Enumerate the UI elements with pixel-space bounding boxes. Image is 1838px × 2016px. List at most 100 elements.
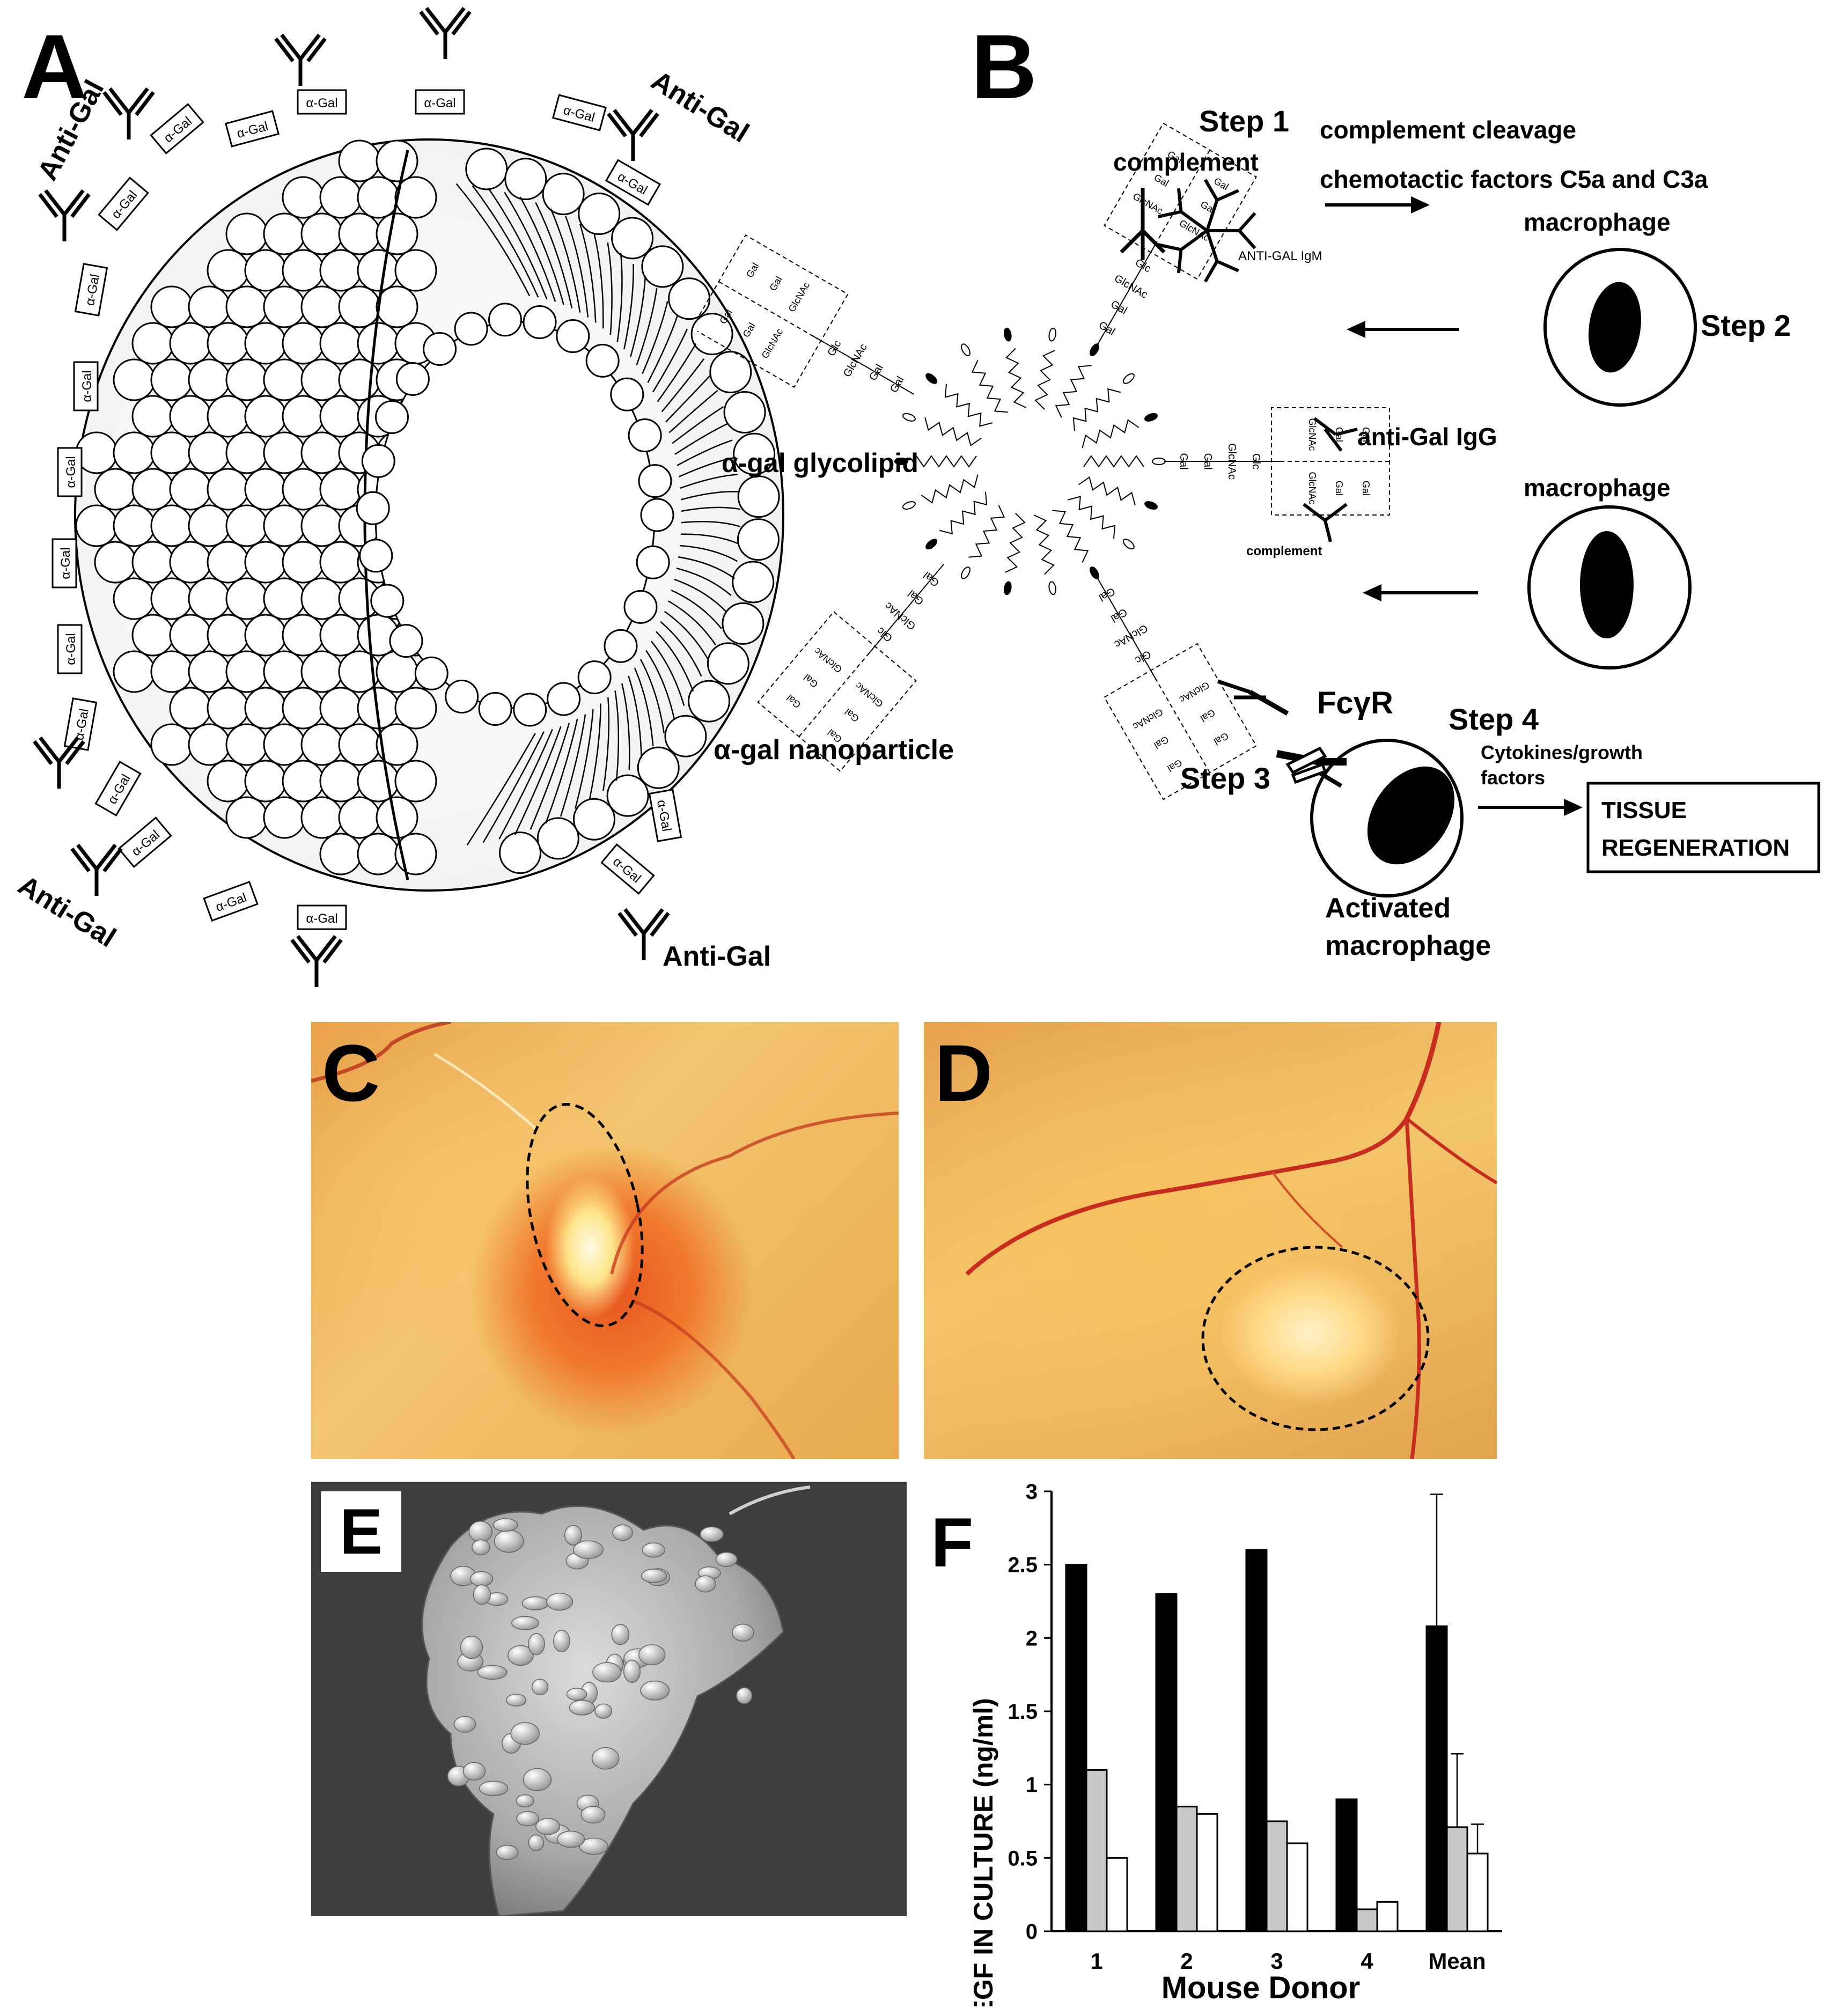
macrophage-cell-2 xyxy=(1527,505,1692,669)
chart-x-axis-label: Mouse Donor xyxy=(1161,1970,1361,2005)
panel-d-overlay xyxy=(965,1022,1497,1459)
svg-text:GlcNAc: GlcNAc xyxy=(1307,418,1318,451)
alpha-gal-epitope: α-Gal xyxy=(57,447,83,497)
svg-text:GlcNAc: GlcNAc xyxy=(841,342,870,379)
svg-text:GlcNAc: GlcNAc xyxy=(853,680,885,710)
complement-small-label: complement xyxy=(1246,544,1322,558)
svg-text:Gal: Gal xyxy=(802,672,820,689)
svg-text:GlcNAc: GlcNAc xyxy=(1131,707,1165,732)
svg-text:Gal: Gal xyxy=(843,707,861,724)
alpha-gal-epitope: α-Gal xyxy=(57,624,83,674)
svg-text:Gal: Gal xyxy=(1178,453,1189,469)
step1-label: Step 1 xyxy=(1199,104,1289,138)
anti-gal-igg-label: anti-Gal IgG xyxy=(1357,423,1497,451)
chart-y-tick-label: 1.5 xyxy=(1008,1700,1038,1724)
svg-text:Gal: Gal xyxy=(1097,319,1117,338)
chart-y-tick-label: 1 xyxy=(1026,1774,1038,1797)
anti-gal-label-left-bottom: Anti-Gal xyxy=(13,870,121,953)
cytokines-label-2: factors xyxy=(1481,767,1545,789)
complement-top-label: complement xyxy=(1113,148,1259,176)
alpha-gal-epitope: α-Gal xyxy=(297,904,347,930)
svg-text:α-Gal: α-Gal xyxy=(64,633,78,665)
nanoparticle-label: α-gal nanoparticle xyxy=(714,734,954,766)
svg-text:GlcNAc: GlcNAc xyxy=(1178,680,1211,705)
igm-icon xyxy=(1158,179,1256,283)
activated-macrophage-cell xyxy=(1310,739,1464,897)
chart-bar xyxy=(1356,1908,1378,1932)
svg-text:GlcNAc: GlcNAc xyxy=(1131,191,1165,217)
chart-bar xyxy=(1155,1593,1178,1932)
svg-text:Gal: Gal xyxy=(741,321,758,339)
panel-f-letter: F xyxy=(931,1503,974,1581)
svg-text:Gal: Gal xyxy=(1202,453,1214,469)
svg-text:α-Gal: α-Gal xyxy=(306,96,337,111)
antibody-icon xyxy=(290,935,343,987)
chart-y-tick-label: 0 xyxy=(1026,1920,1038,1944)
panel-e-sem-photo: E xyxy=(311,1482,907,1916)
chart-bar xyxy=(1196,1813,1218,1932)
cytokines-label-1: Cytokines/growth xyxy=(1481,741,1643,763)
chart-bar xyxy=(1106,1857,1128,1932)
chart-y-tick-label: 0.5 xyxy=(1008,1846,1038,1870)
chart-y-axis-label: VEGF IN CULTURE (ng/ml) xyxy=(968,1698,998,2006)
tissue-label-2: REGENERATION xyxy=(1601,835,1790,861)
chart-y-tick-label: 3 xyxy=(1026,1480,1038,1504)
implant-site-outline xyxy=(1201,1246,1430,1431)
anti-gal-label-left-top: Anti-Gal xyxy=(32,75,110,186)
svg-text:Gal: Gal xyxy=(1334,481,1344,496)
alpha-gal-epitope: α-Gal xyxy=(600,843,655,895)
svg-text:Gal: Gal xyxy=(744,261,761,279)
svg-text:α-Gal: α-Gal xyxy=(424,96,455,111)
antibody-icon xyxy=(607,108,659,161)
mechanism-diagram: GalGalGlcNAcGlcGalGalGlcNAcGalGalGlcNAcG… xyxy=(697,104,1820,961)
svg-text:Gal: Gal xyxy=(1097,585,1117,604)
complement-icon xyxy=(1120,188,1166,260)
svg-text:GlcNAc: GlcNAc xyxy=(1112,273,1150,301)
svg-text:Gal: Gal xyxy=(921,569,942,589)
svg-text:Gal: Gal xyxy=(1152,734,1171,751)
alpha-gal-epitope: α-Gal xyxy=(94,760,142,817)
svg-text:GlcNAc: GlcNAc xyxy=(760,327,785,360)
svg-text:Glc: Glc xyxy=(825,339,843,358)
chart-x-tick-label: 4 xyxy=(1361,1948,1373,1974)
svg-text:α-Gal: α-Gal xyxy=(306,911,337,926)
panel-d-letter: D xyxy=(935,1028,993,1118)
activated-label-1: Activated xyxy=(1325,893,1451,924)
svg-text:Gal: Gal xyxy=(1361,427,1371,442)
panel-b-letter: B xyxy=(971,16,1037,118)
step3-label: Step 3 xyxy=(1180,761,1270,795)
svg-text:GlcNAc: GlcNAc xyxy=(883,600,918,632)
svg-text:α-Gal: α-Gal xyxy=(58,547,73,579)
svg-text:Glc: Glc xyxy=(875,624,895,644)
chart-bar xyxy=(1376,1901,1399,1932)
antibody-icon xyxy=(274,33,327,86)
activated-label-2: macrophage xyxy=(1325,930,1491,961)
alpha-gal-epitope: α-Gal xyxy=(203,881,259,922)
macrophage-label-1: macrophage xyxy=(1524,208,1671,236)
alpha-gal-epitope: α-Gal xyxy=(117,816,172,868)
alpha-gal-epitope: α-Gal xyxy=(552,94,607,131)
chart-bar xyxy=(1286,1842,1308,1932)
chart-bar xyxy=(1175,1806,1198,1932)
anti-gal-igm-label: ANTI-GAL IgM xyxy=(1238,249,1322,263)
chart-bar xyxy=(1425,1625,1448,1932)
tissue-regeneration-box xyxy=(1586,782,1820,873)
antibody-icon xyxy=(102,87,155,139)
svg-text:Glc: Glc xyxy=(1250,453,1262,469)
svg-text:Gal: Gal xyxy=(784,693,803,710)
fcr-receptor-antibody xyxy=(1217,679,1347,788)
alpha-gal-epitope: α-Gal xyxy=(74,263,108,317)
sem-cell xyxy=(421,1485,811,1916)
panel-c-photo: C xyxy=(311,1022,899,1459)
alpha-gal-epitope: α-Gal xyxy=(150,103,204,154)
alpha-gal-epitope: α-Gal xyxy=(52,538,77,588)
alpha-gal-epitope: α-Gal xyxy=(63,697,98,751)
panel-d-photo: D xyxy=(924,1022,1497,1459)
svg-text:Gal: Gal xyxy=(1361,481,1371,496)
svg-text:GlcNAc: GlcNAc xyxy=(1307,472,1318,504)
anti-gal-label-right-bottom: Anti-Gal xyxy=(663,941,771,972)
chart-x-tick-label: 1 xyxy=(1090,1948,1102,1974)
svg-text:Glc: Glc xyxy=(1133,648,1153,666)
chart-x-tick-label: 2 xyxy=(1180,1948,1193,1974)
